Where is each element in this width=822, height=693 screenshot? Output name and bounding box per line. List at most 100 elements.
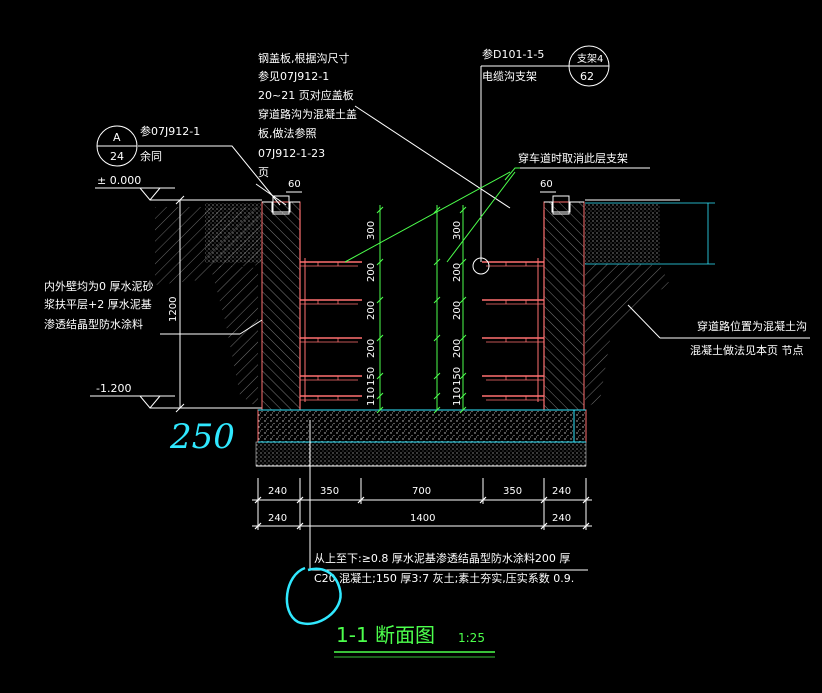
vdim-label-2b: 200 bbox=[452, 263, 463, 282]
trench-walls bbox=[261, 195, 585, 411]
cover-note-line-1: 钢盖板,根据沟尺寸 bbox=[258, 51, 350, 65]
bracket-arm-right bbox=[482, 261, 544, 267]
level-marker-top: ± 0.000 bbox=[95, 174, 175, 201]
bracket-arm-left bbox=[300, 337, 362, 343]
top-dims: 60 60 bbox=[286, 179, 556, 193]
top-dim-left: 60 bbox=[288, 179, 301, 190]
wall-note-line-2: 浆扶平层+2 厚水泥基 bbox=[44, 297, 152, 311]
vdim-tick bbox=[433, 296, 441, 304]
dim-r1-3: 700 bbox=[412, 486, 431, 497]
detail-bubble-bracket: 支架4 62 bbox=[568, 45, 610, 87]
vdim-tick bbox=[459, 372, 467, 380]
hdim-tick bbox=[357, 496, 365, 504]
hdim-tick bbox=[254, 496, 262, 504]
vdim-label-1b: 300 bbox=[452, 221, 463, 240]
handwritten-250: 250 bbox=[169, 417, 235, 457]
vdim-tick bbox=[376, 406, 384, 414]
vdim-label-4a: 200 bbox=[366, 339, 377, 358]
bracket-arm-right bbox=[482, 375, 544, 381]
dim-r1-2: 350 bbox=[320, 486, 339, 497]
detail-bubble-a: A 24 bbox=[96, 125, 138, 167]
cover-note: 钢盖板,根据沟尺寸 参见07J912-1 20~21 页对应盖板 穿道路沟为混凝… bbox=[258, 51, 357, 179]
dim-r2-2: 1400 bbox=[410, 513, 435, 524]
hdim-tick bbox=[540, 522, 548, 530]
cover-note-line-4: 穿道路沟为混凝土盖 bbox=[258, 107, 357, 121]
cable-brackets-right bbox=[482, 258, 544, 402]
vdim-label-6a: 110 bbox=[366, 387, 377, 406]
road-note-line-1: 穿道路位置为混凝土沟 bbox=[697, 319, 807, 333]
cover-note-line-6: 07J912-1-23 bbox=[258, 147, 325, 160]
bracket-arm-left bbox=[300, 395, 362, 401]
bubble-bracket-top: 支架4 bbox=[577, 53, 603, 65]
hdim-tick bbox=[296, 522, 304, 530]
bubble-bracket-bottom: 62 bbox=[580, 70, 594, 83]
dim-r1-4: 350 bbox=[503, 486, 522, 497]
vdim-tick bbox=[459, 334, 467, 342]
road-note: 穿道路位置为混凝土沟 混凝土做法见本页 节点 bbox=[690, 319, 807, 357]
cover-note-line-2: 参见07J912-1 bbox=[258, 69, 329, 83]
section-title: 1-1 断面图 1:25 bbox=[334, 623, 495, 658]
vdim-label-3b: 200 bbox=[452, 301, 463, 320]
bubble-a-bottom: 24 bbox=[110, 150, 124, 163]
vertical-dim-labels: 300 200 200 200 150 110 300 200 200 200 … bbox=[366, 221, 463, 406]
vdim-tick bbox=[433, 406, 441, 414]
cover-note-line-7: 页 bbox=[258, 166, 269, 179]
dims-row-1: 240 350 700 350 240 bbox=[268, 486, 571, 497]
depth-dimension: 1200 bbox=[168, 195, 185, 413]
hdim-tick bbox=[254, 522, 262, 530]
vdim-tick bbox=[433, 372, 441, 380]
vertical-dim-ticks bbox=[376, 206, 467, 414]
vdim-label-2a: 200 bbox=[366, 263, 377, 282]
bracket-arm-right bbox=[482, 337, 544, 343]
bracket-arm-right bbox=[482, 395, 544, 401]
depth-label: 1200 bbox=[168, 297, 179, 322]
ref-left: 参07J912-1 bbox=[140, 124, 200, 138]
handwritten-circle bbox=[285, 566, 342, 625]
vdim-label-1a: 300 bbox=[366, 221, 377, 240]
ref-top: 参D101-1-5 bbox=[482, 47, 544, 61]
hdim-tick bbox=[582, 522, 590, 530]
dim-r1-1: 240 bbox=[268, 486, 287, 497]
vdim-tick bbox=[433, 206, 441, 214]
dim-r2-1: 240 bbox=[268, 513, 287, 524]
vdim-tick bbox=[459, 258, 467, 266]
horizontal-dimensions bbox=[252, 478, 592, 530]
vdim-tick bbox=[433, 258, 441, 266]
base-slab bbox=[255, 409, 587, 467]
level-bottom-label: -1.200 bbox=[96, 382, 131, 395]
title-scale: 1:25 bbox=[458, 631, 485, 645]
cover-note-line-3: 20~21 页对应盖板 bbox=[258, 88, 354, 102]
vdim-label-4b: 200 bbox=[452, 339, 463, 358]
bottom-note-line-2: C20 混凝土;150 厚3:7 灰土;素土夯实,压实系数 0.9. bbox=[314, 571, 574, 585]
hdim-tick bbox=[582, 496, 590, 504]
vdim-tick bbox=[459, 392, 467, 400]
hdim-tick bbox=[479, 496, 487, 504]
vdim-label-6b: 110 bbox=[452, 387, 463, 406]
ref-top-sub: 电缆沟支架 bbox=[482, 70, 537, 83]
hdim-tick bbox=[540, 496, 548, 504]
grade-lines bbox=[150, 199, 680, 409]
level-top-label: ± 0.000 bbox=[97, 174, 141, 187]
ref-left-sub: 余同 bbox=[140, 149, 162, 163]
ground-left bbox=[155, 203, 262, 408]
vdim-tick bbox=[376, 372, 384, 380]
hdim-tick bbox=[296, 496, 304, 504]
vdim-tick bbox=[459, 296, 467, 304]
bottom-note-line-1: 从上至下:≥0.8 厚水泥基渗透结晶型防水涂料200 厚 bbox=[314, 551, 570, 565]
title-main: 1-1 断面图 bbox=[336, 623, 435, 647]
cyan-dim-right bbox=[585, 202, 715, 265]
vdim-label-5b: 150 bbox=[452, 367, 463, 386]
vdim-tick bbox=[459, 406, 467, 414]
wall-note: 内外壁均为0 厚水泥砂 浆扶平层+2 厚水泥基 渗透结晶型防水涂料 bbox=[44, 279, 154, 331]
vdim-tick bbox=[433, 392, 441, 400]
vdim-tick bbox=[376, 334, 384, 342]
vdim-tick bbox=[459, 206, 467, 214]
vdim-tick bbox=[376, 258, 384, 266]
vdim-tick bbox=[376, 392, 384, 400]
level-marker-bottom: -1.200 bbox=[90, 382, 175, 409]
dims-row-2: 240 1400 240 bbox=[268, 513, 571, 524]
wall-note-line-1: 内外壁均为0 厚水泥砂 bbox=[44, 279, 154, 293]
dim-r1-5: 240 bbox=[552, 486, 571, 497]
ground-right bbox=[585, 203, 670, 408]
